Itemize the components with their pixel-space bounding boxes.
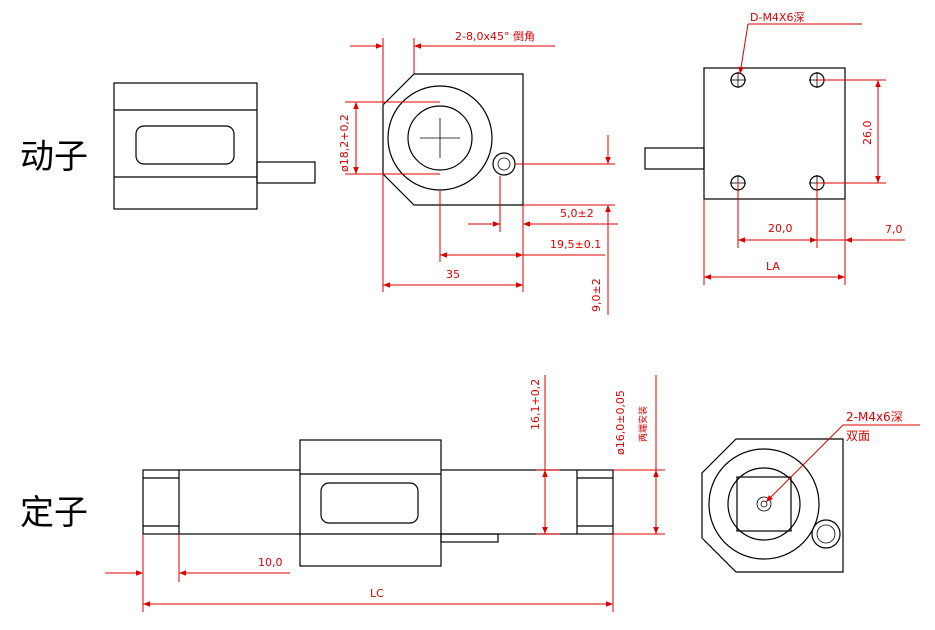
stator-diameter-note: 两端安装 <box>637 406 649 442</box>
dim-16-1: 16,1+0,2 <box>529 379 542 430</box>
rotor-diameter-dim: ø18,2+0,2 <box>338 114 351 172</box>
chamfer-dim: 2-8,0x45° 倒角 <box>455 30 535 43</box>
thread-top-dim: D-M4X6深 <box>750 11 804 24</box>
thread-bottom-dim: 2-M4x6深 <box>846 410 903 424</box>
rotor-side-view <box>113 82 316 210</box>
dim-lc: LC <box>370 587 384 600</box>
rotor-front-view <box>382 73 524 206</box>
rotor-label: 动子 <box>20 137 88 177</box>
rotor-top-view <box>644 67 846 200</box>
dim-9: 9,0±2 <box>590 278 603 312</box>
stator-end-view <box>701 438 844 573</box>
rotor-top-dimensions: D-M4X6深 26,0 20,0 7,0 LA <box>703 11 905 285</box>
dim-5: 5,0±2 <box>560 207 594 220</box>
thread-bottom-note: 双面 <box>846 429 870 443</box>
stator-dimensions: 16,1+0,2 ø16,0±0,05 两端安装 10,0 LC <box>105 375 665 612</box>
stator-side-view <box>142 439 614 567</box>
stator-diameter-dim: ø16,0±0,05 <box>614 390 627 455</box>
dim-20: 20,0 <box>768 222 793 235</box>
dim-la: LA <box>766 260 780 273</box>
stator-end-dimensions: 2-M4x6深 双面 <box>765 410 920 503</box>
rotor-front-dimensions: 2-8,0x45° 倒角 ø18,2+0,2 5,0±2 19,5±0.1 35… <box>338 30 618 315</box>
dim-10: 10,0 <box>258 556 283 569</box>
dim-35: 35 <box>446 268 460 281</box>
dim-26: 26,0 <box>861 121 874 146</box>
dim-7: 7,0 <box>885 223 903 236</box>
stator-label: 定子 <box>20 493 88 533</box>
dim-19-5: 19,5±0.1 <box>550 238 601 251</box>
